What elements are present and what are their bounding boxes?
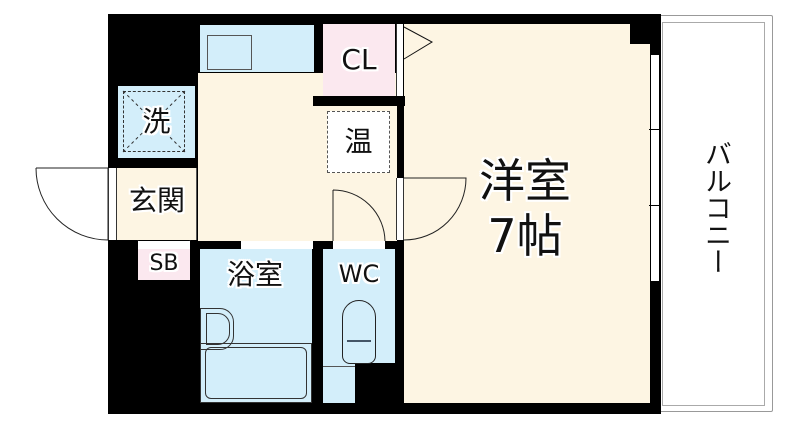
western-room-door — [396, 178, 404, 240]
bathtub-inner — [205, 347, 307, 399]
closet-label: CL — [341, 43, 377, 76]
shoe-box — [138, 249, 190, 280]
washer-label: 洗 — [142, 105, 171, 138]
bathroom-label: 浴室 — [226, 258, 283, 291]
entrance-door — [108, 168, 117, 240]
kitchen-counter — [200, 24, 314, 73]
water-heater — [327, 111, 390, 173]
toilet-label: WC — [338, 260, 380, 288]
toilet-icon — [342, 300, 376, 364]
closet — [323, 24, 395, 96]
balcony-label: バルコニー — [700, 140, 731, 275]
entrance — [117, 168, 197, 240]
toilet-pipe-space — [355, 363, 395, 403]
balcony — [658, 15, 773, 412]
bathroom-door — [241, 241, 313, 249]
balcony-inner-rail — [662, 22, 765, 406]
entrance-label: 玄関 — [128, 184, 185, 217]
bathtub-icon — [200, 343, 312, 403]
washbasin-bowl — [206, 313, 230, 345]
column — [630, 24, 650, 44]
closet-door — [396, 24, 403, 96]
bathroom — [200, 249, 312, 403]
toilet-seat-line — [347, 340, 371, 342]
window-mullion — [649, 129, 661, 130]
toilet-door — [333, 241, 385, 249]
window-mullion — [649, 205, 661, 206]
shoe-box-top — [138, 241, 190, 249]
window — [650, 55, 660, 281]
shoe-box-label: SB — [149, 251, 179, 276]
water-heater-label: 温 — [344, 125, 373, 158]
western-room-label: 洋室 — [479, 154, 571, 208]
western-room-size: 7帖 — [487, 209, 563, 263]
sink-icon — [207, 35, 252, 70]
washbasin-icon — [200, 308, 234, 350]
kitchen-wall — [313, 96, 405, 106]
toilet-floor-line — [323, 366, 355, 367]
